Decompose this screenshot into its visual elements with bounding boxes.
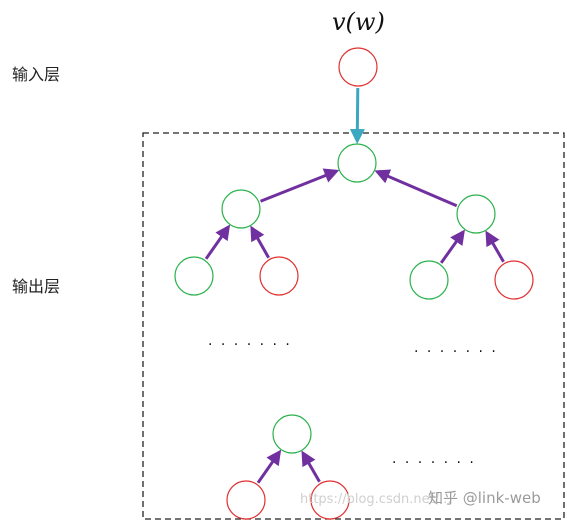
edge-rr-to-right <box>485 230 505 263</box>
node-rr <box>494 260 534 300</box>
ellipsis-left: · · · · · · · <box>208 337 292 353</box>
output-layer-boundary <box>142 132 565 520</box>
node-ll <box>174 256 214 296</box>
node-left <box>221 189 261 229</box>
tree-nodes <box>174 47 534 520</box>
input-variable-label: v(w) <box>332 8 385 36</box>
edge-lr-to-left <box>250 225 270 259</box>
tree-edges <box>204 87 505 484</box>
zhihu-watermark: 知乎 @link-web <box>428 489 541 507</box>
ellipsis-right: · · · · · · · <box>414 344 498 360</box>
ellipsis-bottom: · · · · · · · <box>392 455 476 471</box>
output-layer-label: 输出层 <box>12 277 61 296</box>
edge-rl-to-right <box>439 229 465 264</box>
edge-sr-to-sub <box>301 450 321 483</box>
node-sr <box>310 480 350 520</box>
input-layer-label: 输入层 <box>12 65 61 84</box>
edge-right-to-root <box>374 169 458 208</box>
node-lr <box>259 256 299 296</box>
edge-input-to-root <box>349 87 365 145</box>
edge-left-to-root <box>259 168 340 203</box>
edge-ll-to-left <box>204 224 231 260</box>
node-right <box>456 194 496 234</box>
edge-sl-to-sub <box>256 449 282 484</box>
node-rl <box>409 260 449 300</box>
node-sub <box>272 414 312 454</box>
node-root <box>337 143 377 183</box>
node-sl <box>226 480 266 520</box>
url-watermark: https://blog.csdn.net/... <box>300 492 452 507</box>
node-input <box>338 47 378 87</box>
